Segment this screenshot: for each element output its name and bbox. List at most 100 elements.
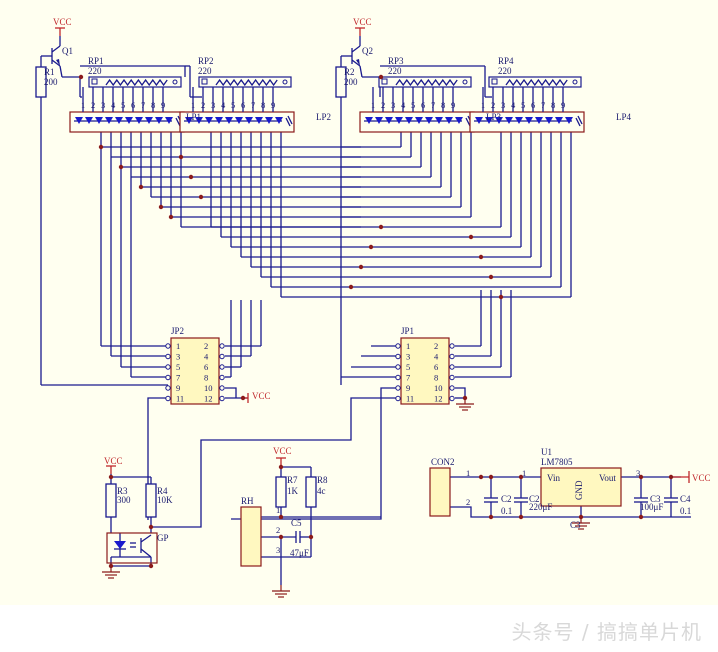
wire [147,397,168,520]
pack-pin-number: 7 [541,100,545,110]
c3-ref: C3 [650,494,661,504]
led-icon [405,117,413,124]
resistor-pack-pin1-icon [491,78,498,85]
junction-dot [368,244,374,250]
r1-value: 200 [44,77,58,87]
r7-ref: R7 [287,475,298,485]
header-pin-icon [395,385,401,391]
pack-pin-number: 5 [231,100,235,110]
junction-dot [478,474,484,480]
r8-value: 4c [317,486,326,496]
header-pin-number: 12 [434,394,443,404]
junction-dot [198,194,204,200]
rp4-ref: RP4 [498,56,514,66]
led-icon [275,117,283,124]
pack-pin-number: 7 [251,100,255,110]
junction-dot [278,464,284,470]
header-pin-number: 12 [204,394,213,404]
pack-pin-number: 1 [371,100,375,110]
header-pin-number: 11 [406,394,414,404]
pack-pin-number: 2 [381,100,385,110]
pack-pin-number: 6 [131,100,135,110]
led-icon [105,117,113,124]
vcc-label-opto: VCC [104,456,123,466]
pack-pin-number: 4 [401,100,406,110]
led-icon [75,117,83,124]
junction-dot [668,474,674,480]
led-icon [555,117,563,124]
led-icon [545,117,553,124]
con2-connector-body [429,467,451,517]
led-icon [535,117,543,124]
led-icon [245,117,253,124]
wire [51,59,61,67]
header-pin-number: 5 [176,362,180,372]
pack-pin-number: 8 [551,100,555,110]
pack-pin-number: 5 [411,100,415,110]
pack-pin-number: 7 [141,100,145,110]
optocoupler-label: GP [157,533,169,543]
pack-pin-number: 2 [491,100,495,110]
pack-pin-number: 8 [151,100,155,110]
led-icon [525,117,533,124]
header-pin-icon [219,374,225,381]
header-pin-icon [449,395,455,402]
led-light-icon [577,115,583,125]
led-icon [135,117,143,124]
header-pin-icon [449,364,455,370]
header-pin-number: 3 [406,352,410,362]
junction-dot [468,234,474,240]
led-bar-body [69,111,185,133]
pack-pin-number: 4 [511,100,516,110]
header-pin-icon [395,395,401,402]
header-pin-icon [449,374,455,381]
watermark: 头条号 / 搞搞单片机 [511,620,702,644]
header-pin-icon [395,364,401,370]
rp3-ref: RP3 [388,56,404,66]
pack-pin-number: 4 [221,100,226,110]
led-icon [495,117,503,124]
junction-dot [98,144,104,150]
header-pin-number: 2 [204,341,208,351]
pack-pin-number: 4 [111,100,116,110]
header-pin-icon [395,374,401,381]
led-icon [125,117,133,124]
led-icon [515,117,523,124]
header-pin-number: 2 [434,341,438,351]
led-light-icon [465,117,471,127]
header-pin-icon [219,364,225,370]
header-pin-icon [165,343,171,349]
junction-dot [488,514,494,520]
c3-value: 100μF [640,502,663,512]
led-icon [395,117,403,124]
junction-dot [278,514,284,520]
lm7805-body [540,467,622,507]
pack-pin-number: 2 [91,100,95,110]
header-pin-icon [449,353,455,360]
junction-dot [488,274,494,280]
wire [351,45,361,53]
c5-ref: C5 [291,518,302,528]
header-pin-number: 11 [176,394,184,404]
r3-ref: R3 [117,486,128,496]
header-pin-number: 4 [204,352,209,362]
junction-dot [358,264,364,270]
c4-ref: C4 [680,494,691,504]
led-icon [445,117,453,124]
junction-dot [638,514,644,520]
resistor-zigzag-icon [505,78,568,87]
led-icon [235,117,243,124]
wire [231,397,398,441]
header-pin-number: 10 [434,383,443,393]
resistor-pack-terminal-icon [172,79,178,85]
wire [359,65,363,78]
junction-dot [78,74,84,80]
pack-pin-number: 3 [211,100,215,110]
resistor-body [145,483,157,518]
wire [140,548,152,558]
wire [51,45,61,53]
led-light-icon [285,117,291,127]
header-pin-icon [219,343,225,349]
led-icon [225,117,233,124]
